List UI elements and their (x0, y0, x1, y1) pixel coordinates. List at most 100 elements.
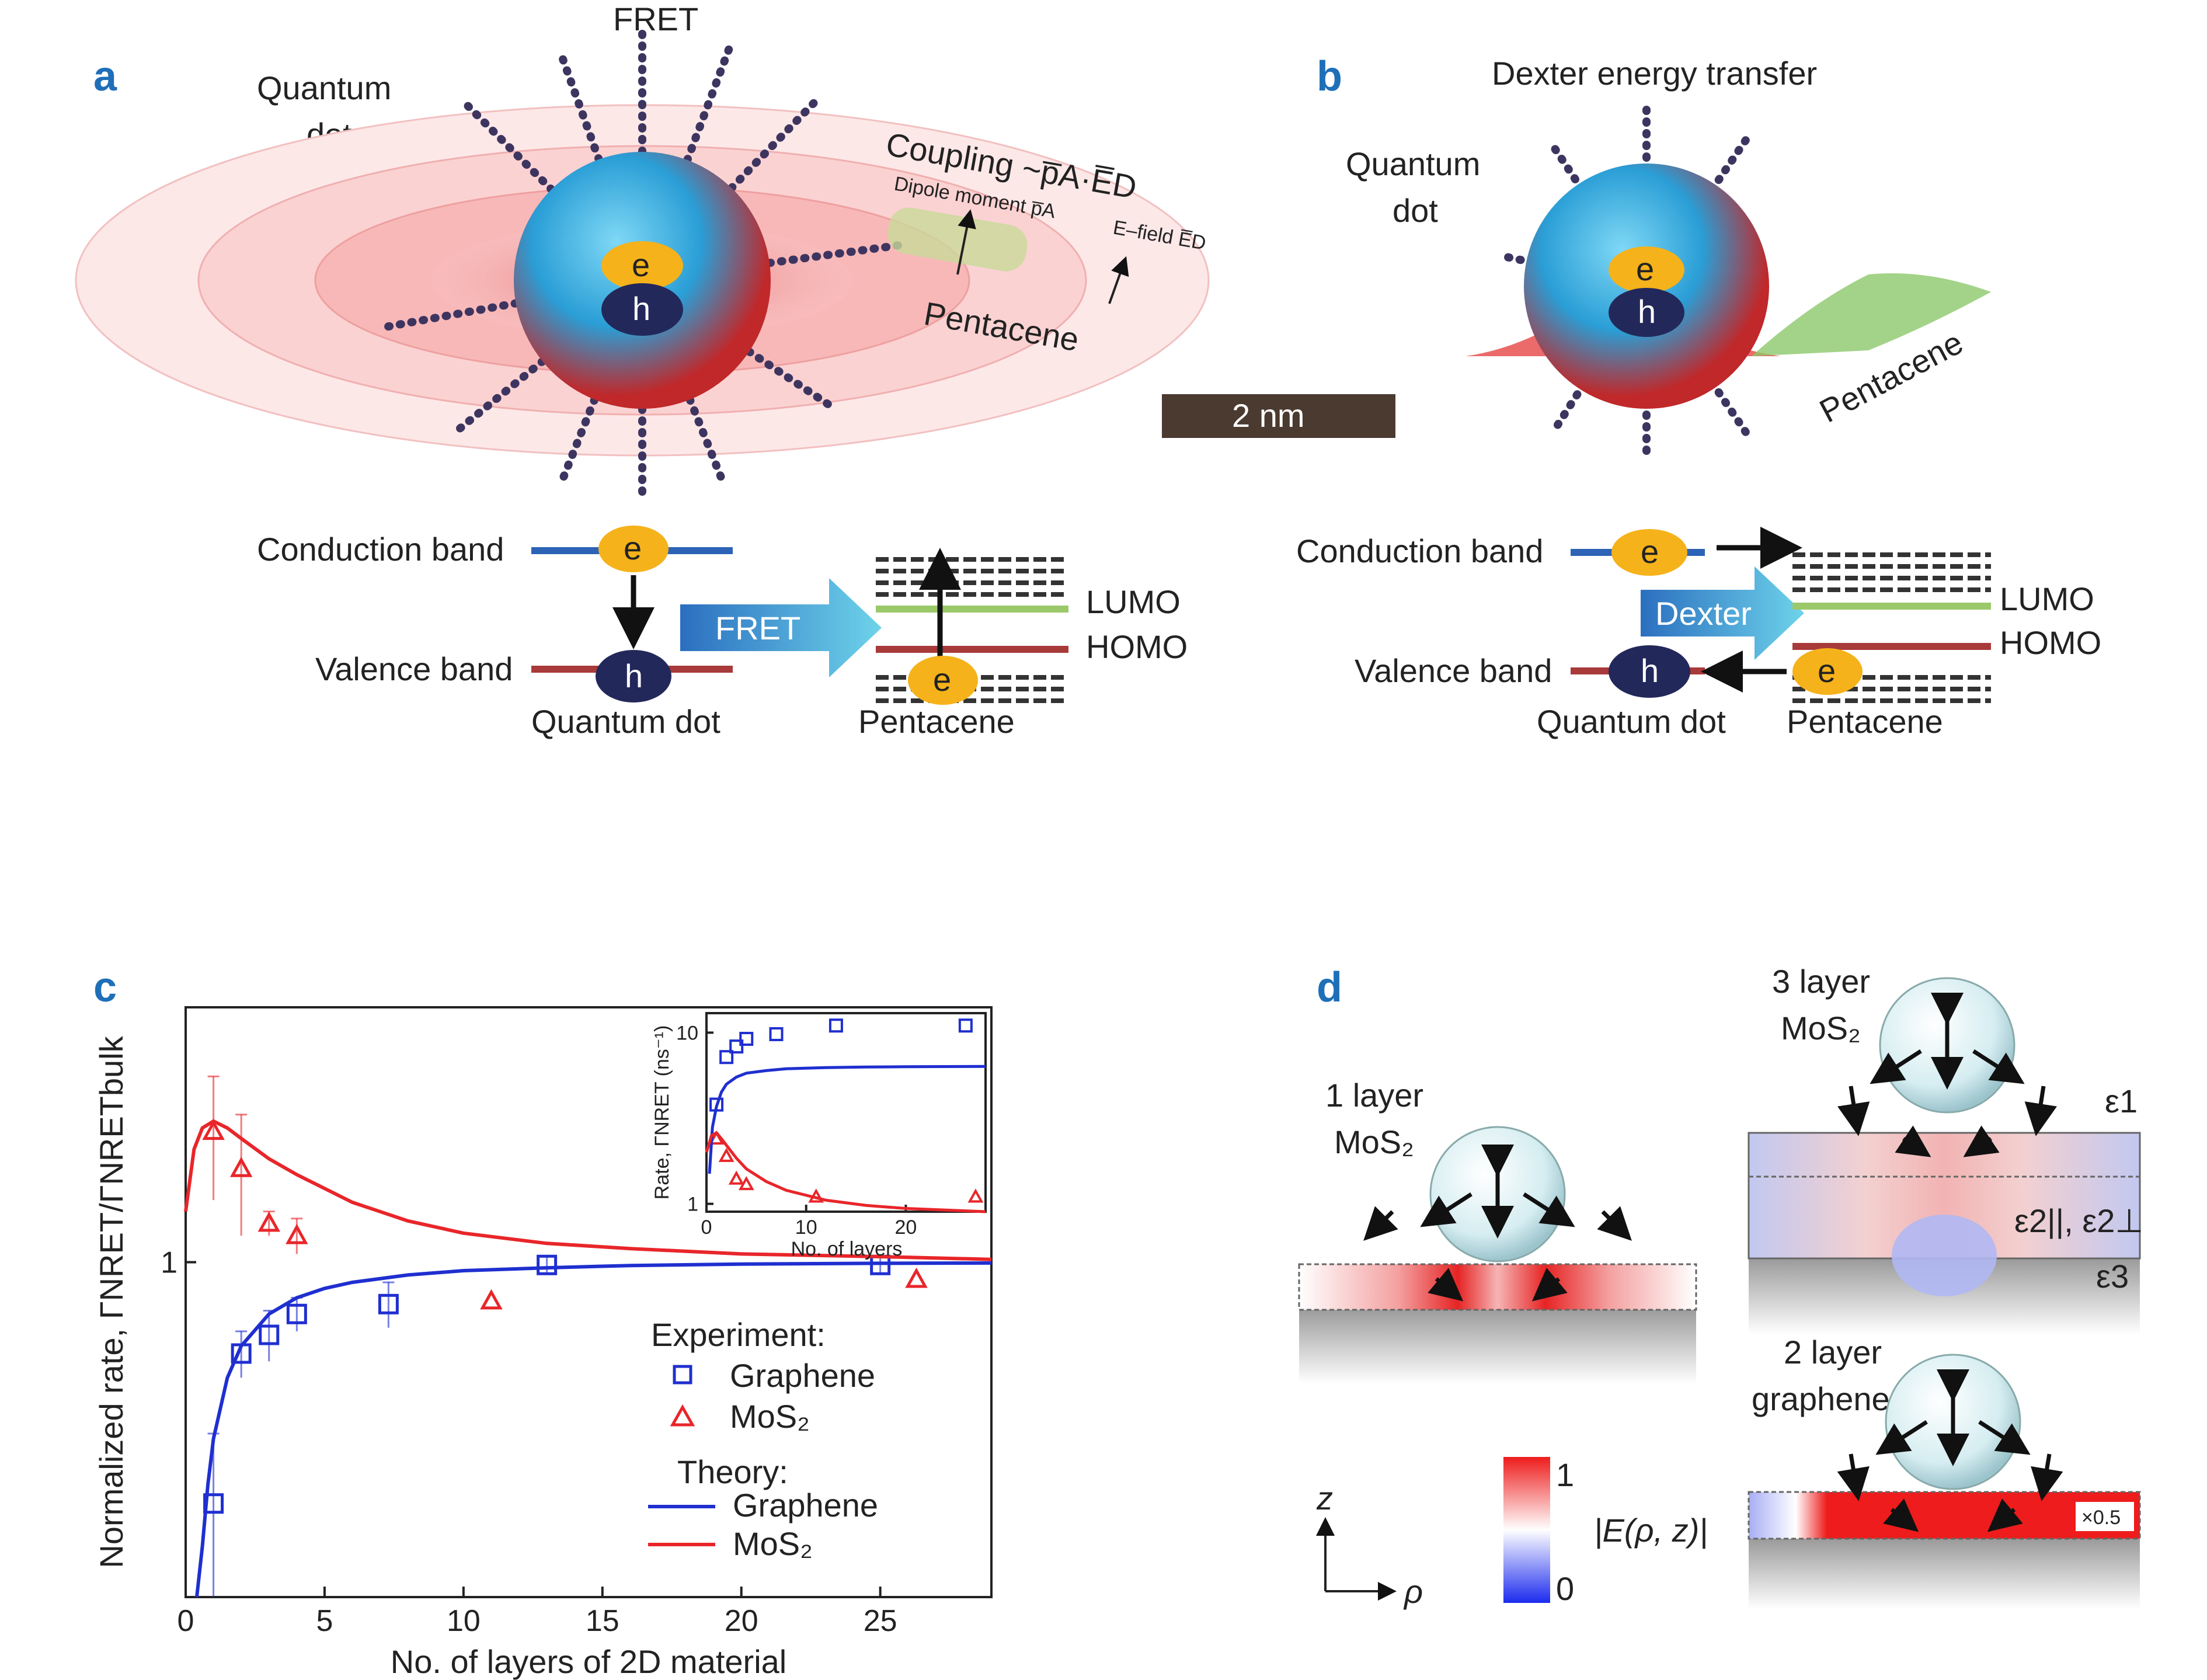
graphene-data-point (769, 1027, 784, 1041)
panel-a: a FRET Quantum dot e h (75, 1, 1395, 740)
lumo-label: LUMO (1086, 583, 1181, 620)
colorbar-max: 1 (1556, 1456, 1574, 1493)
b-cb-electron (1611, 529, 1687, 576)
legend-experiment-heading: Experiment: (651, 1316, 826, 1353)
inset-plot-frame (705, 1012, 987, 1213)
x-tick-label: 20 (895, 1216, 917, 1239)
conduction-band-label: Conduction band (257, 531, 504, 568)
valence-band-label: Valence band (315, 651, 513, 687)
graphene-data-point (286, 1303, 307, 1324)
theory-curve-graphene (708, 1065, 986, 1174)
y-tick-label: 10 (676, 1022, 698, 1044)
epsilon-2-label: ε2||, ε2⊥ (2014, 1202, 2143, 1239)
x-tick-label: 15 (586, 1604, 619, 1638)
x-tick-label: 0 (177, 1604, 194, 1638)
x-tick-label: 10 (795, 1216, 817, 1239)
b-vb-hole (1609, 645, 1690, 698)
axis-rho-label: ρ (1403, 1573, 1423, 1610)
pentacene-molecule (887, 207, 1129, 304)
legend-mos2-theory: MoS₂ (733, 1525, 813, 1562)
one-layer-film (1298, 1263, 1697, 1311)
colorbar-label: |E(ρ, z)| (1594, 1512, 1708, 1549)
one-layer-substrate (1299, 1308, 1696, 1384)
graphene-data-point (537, 1254, 558, 1275)
hole-ellipse (601, 283, 683, 336)
theory-curve-mos2 (184, 1119, 992, 1261)
legend-graphene-theory: Graphene (733, 1487, 878, 1524)
theory-curve-mos2 (705, 1131, 986, 1213)
inset-y-axis-label: Rate, ΓNRET (ns⁻¹) (651, 1025, 673, 1200)
legend-mos2-exp: MoS₂ (730, 1398, 810, 1435)
scale-bar-label: 2 nm (1232, 397, 1305, 434)
b-conduction-band-label: Conduction band (1296, 533, 1543, 569)
scale-factor-box (2076, 1502, 2134, 1531)
three-layer-line2: MoS₂ (1781, 1010, 1861, 1046)
hole-label: h (632, 290, 650, 327)
rho-z-axes (1316, 1517, 1397, 1601)
main-x-axis-label: No. of layers of 2D material (391, 1643, 786, 1680)
b-hole-ellipse (1609, 288, 1684, 337)
pentacene-bottom-label: Pentacene (858, 703, 1015, 740)
b-acceptor-wavefunction (1752, 273, 1991, 356)
theory-curve-graphene (195, 1261, 992, 1598)
electron-ellipse (601, 241, 683, 290)
graphene-data-point (378, 1293, 399, 1314)
b-lumo-label: LUMO (2000, 580, 2094, 617)
colorbar-min: 0 (1556, 1570, 1574, 1607)
three-layer-line1: 3 layer (1772, 963, 1870, 1000)
b-vb-hole-label: h (1641, 652, 1659, 689)
mos2-data-point (202, 1119, 225, 1140)
y-tick-label: 1 (161, 1246, 177, 1280)
graphene-data-point (719, 1050, 734, 1065)
pentacene-electron-label: e (933, 661, 951, 698)
b-hole-label: h (1638, 293, 1656, 330)
cb-electron-label: e (624, 530, 642, 566)
main-legend: Experiment: Graphene MoS₂ Theory: Graphe… (648, 1316, 878, 1562)
x-tick-label: 25 (864, 1604, 897, 1638)
x-tick-label: 0 (701, 1216, 712, 1239)
b-homo-label: HOMO (2000, 624, 2101, 661)
inset-plot: 0 10 20 1 10 (676, 1018, 986, 1239)
graphene-data-point (259, 1324, 280, 1345)
main-y-axis-label: Normalized rate, ΓNRET/ΓNRETbulk (93, 1035, 130, 1568)
fret-top-label: FRET (613, 1, 698, 37)
panel-b-label: b (1317, 53, 1342, 100)
pentacene-electron (908, 656, 978, 705)
b-quantum-dot-line2: dot (1393, 192, 1438, 229)
two-layer-film (1748, 1491, 2141, 1540)
three-layer-field-blob (1892, 1215, 1997, 1296)
main-plot-frame (185, 1006, 993, 1598)
one-layer-line2: MoS₂ (1334, 1124, 1414, 1160)
two-layer-line2: graphene (1752, 1380, 1890, 1417)
b-pentacene-levels (1792, 552, 1991, 703)
two-layer-line1: 2 layer (1784, 1334, 1882, 1371)
x-tick-label: 10 (447, 1604, 481, 1638)
axis-z-label: z (1316, 1480, 1333, 1516)
cb-electron (598, 526, 669, 572)
mos2-data-point (229, 1157, 253, 1177)
panel-c-label: c (93, 964, 117, 1011)
x-tick-label: 20 (725, 1604, 758, 1638)
vb-hole-label: h (625, 658, 643, 694)
quantum-dot-label-line1: Quantum (257, 69, 391, 106)
two-layer-substrate (1749, 1539, 2140, 1609)
one-layer-field-arrows (1363, 1145, 1632, 1302)
b-pentacene-electron (1792, 648, 1863, 695)
legend-graphene-marker (673, 1365, 692, 1385)
two-layer-field-arrows (1837, 1369, 2063, 1532)
epsilon-3-label: ε3 (2096, 1258, 2129, 1295)
mos2-data-point (905, 1267, 928, 1288)
b-electron-label: e (1636, 251, 1654, 287)
dexter-transfer-arrow (1641, 566, 1804, 660)
dexter-title: Dexter energy transfer (1492, 55, 1817, 92)
panel-a-label: a (93, 53, 117, 100)
one-layer-line1: 1 layer (1325, 1077, 1423, 1114)
quantum-dot-bottom-label: Quantum dot (531, 703, 720, 740)
b-pentacene-bottom-label: Pentacene (1787, 703, 1943, 740)
mos2-data-point (967, 1188, 984, 1203)
homo-label: HOMO (1086, 628, 1188, 665)
mos2-data-point (738, 1176, 754, 1191)
panel-d-label: d (1317, 964, 1342, 1011)
y-tick-label: 1 (687, 1193, 698, 1215)
